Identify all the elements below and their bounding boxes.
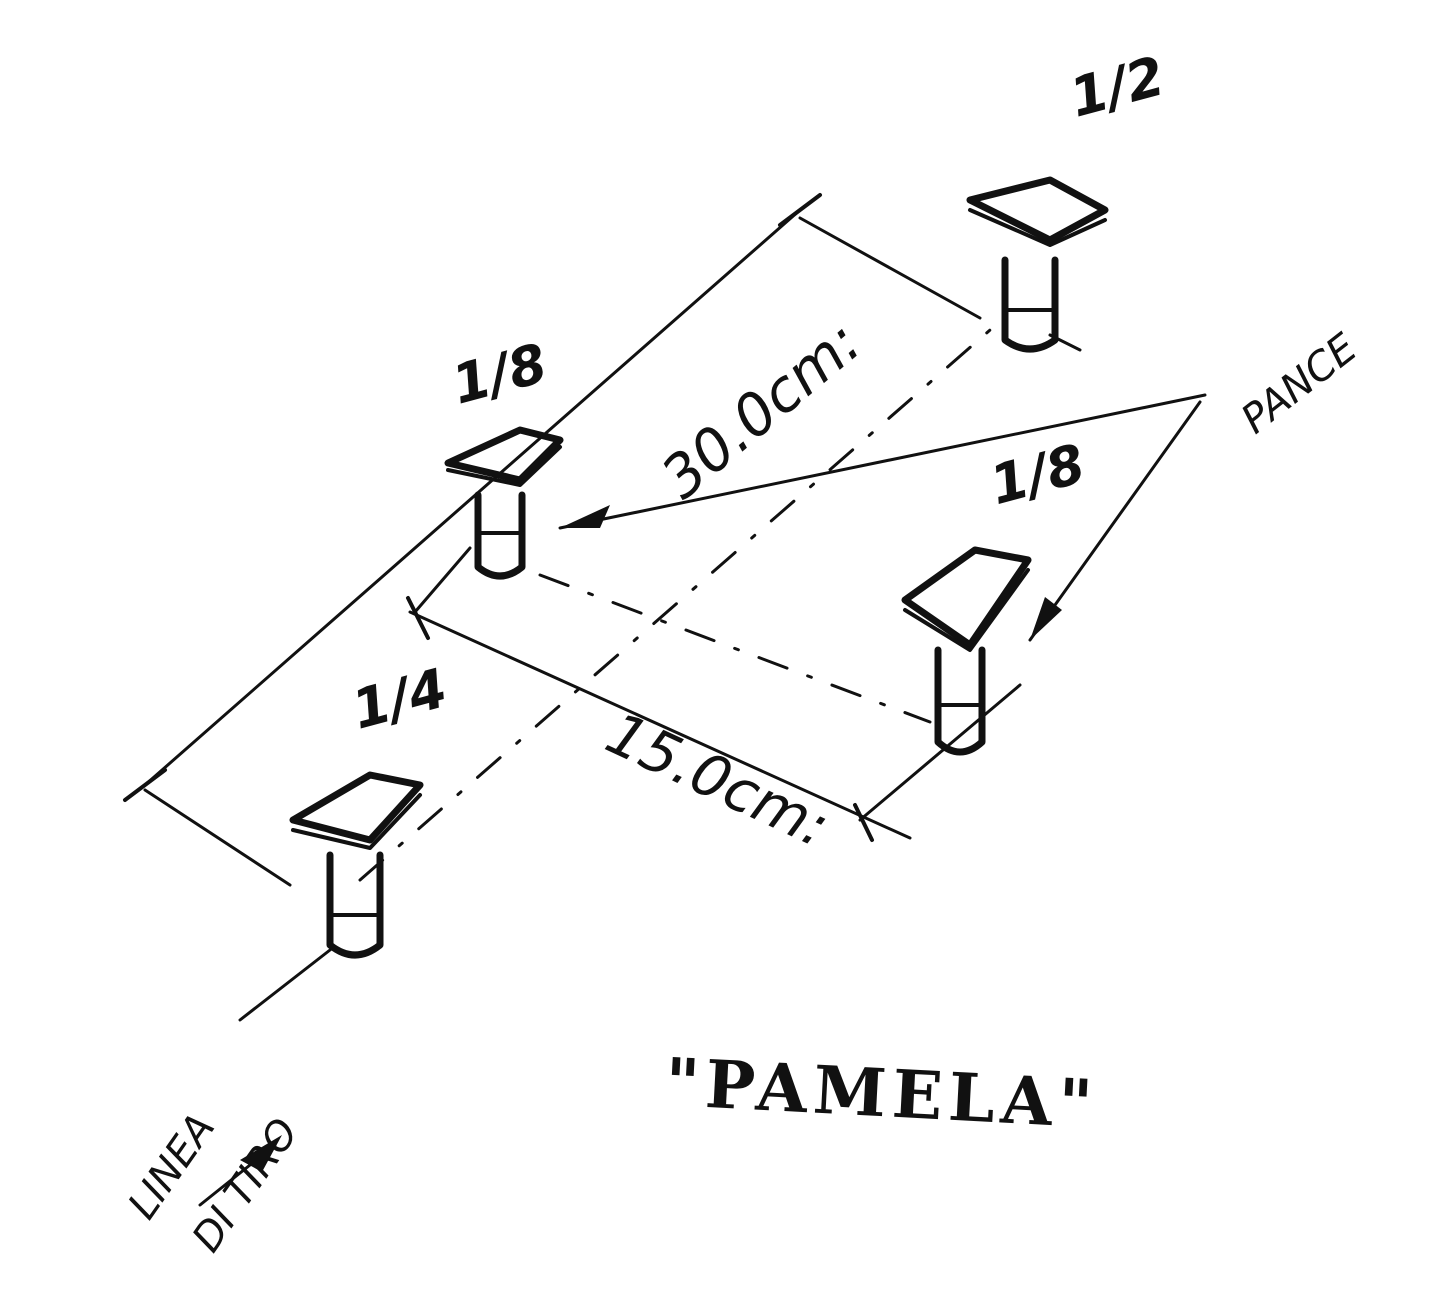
pance-label: PANCE xyxy=(1233,325,1366,443)
pin-front-right-fraction: 1/8 xyxy=(984,432,1092,517)
pin-back-right-fraction: 1/2 xyxy=(1063,44,1171,129)
long-dimension-label: 30.0cm: xyxy=(649,307,874,511)
dimension-line-short xyxy=(406,546,1022,842)
pin-front-left xyxy=(289,771,424,959)
pin-back-right xyxy=(966,176,1109,353)
pin-front-right xyxy=(901,546,1032,756)
pin-back-left-fraction: 1/8 xyxy=(446,331,554,416)
pin-back-left xyxy=(444,426,564,580)
pin-front-left-fraction: 1/4 xyxy=(346,656,454,741)
pance-arrows xyxy=(558,393,1207,642)
diagram-title: "PAMELA" xyxy=(663,1043,1100,1144)
short-dimension-label: 15.0cm: xyxy=(596,699,840,861)
linea-di-tiro-arrow xyxy=(198,1135,282,1207)
dimension-line-long xyxy=(123,193,982,887)
